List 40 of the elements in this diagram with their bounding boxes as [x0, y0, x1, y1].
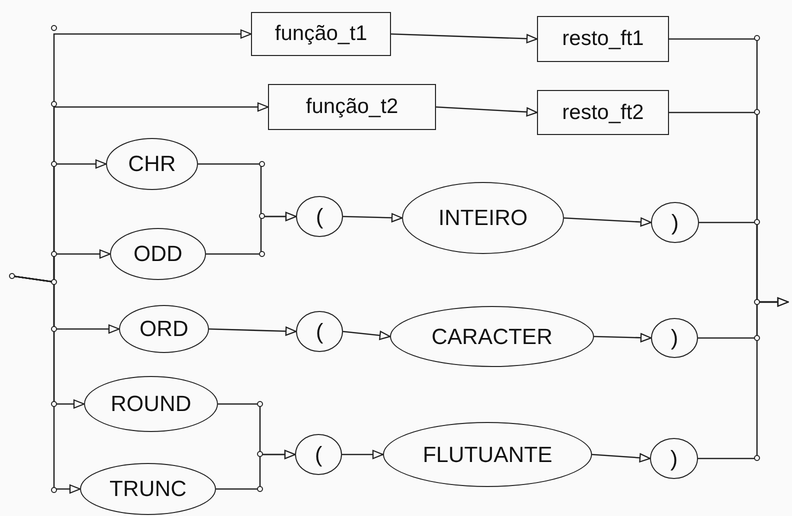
arrow [216, 450, 296, 490]
nonterminal-box [251, 12, 391, 56]
node-label: resto_ft2 [562, 100, 644, 124]
terminal-oval [650, 438, 698, 479]
node-label: CARACTER [431, 324, 552, 350]
terminal-oval [651, 318, 698, 358]
terminal-oval [296, 311, 343, 352]
nonterminal-box [537, 16, 669, 62]
arrow [436, 106, 538, 117]
arrow [208, 326, 297, 336]
terminal-oval [296, 196, 343, 237]
arrow [342, 450, 384, 460]
node-label: ORD [140, 316, 188, 342]
node-label: INTEIRO [438, 205, 528, 231]
node-label: ( [314, 442, 322, 468]
arrow [390, 33, 538, 44]
arrow [342, 213, 403, 222]
node-label: função_t2 [306, 95, 398, 119]
node-label: função_t1 [274, 22, 368, 46]
node-label: ) [670, 325, 678, 351]
node-label: ROUND [110, 391, 192, 417]
node-label: ) [671, 210, 679, 236]
arrow [564, 217, 652, 227]
node-label: ) [670, 446, 678, 472]
node-label: ( [316, 204, 324, 230]
nonterminal-box [537, 90, 669, 135]
node-label: ODD [134, 241, 182, 267]
nonterminal-box [268, 84, 436, 130]
node-label: ( [316, 318, 324, 344]
node-label: TRUNC [110, 476, 186, 502]
node-label: resto_ft1 [562, 27, 644, 51]
node-label: FLUTUANTE [422, 442, 552, 468]
arrow [342, 330, 391, 340]
terminal-oval [651, 202, 699, 243]
arrow [594, 333, 652, 342]
node-label: CHR [128, 151, 176, 177]
terminal-oval [295, 434, 342, 475]
arrow [592, 453, 651, 462]
arrow [698, 297, 789, 460]
arrow [206, 212, 297, 255]
